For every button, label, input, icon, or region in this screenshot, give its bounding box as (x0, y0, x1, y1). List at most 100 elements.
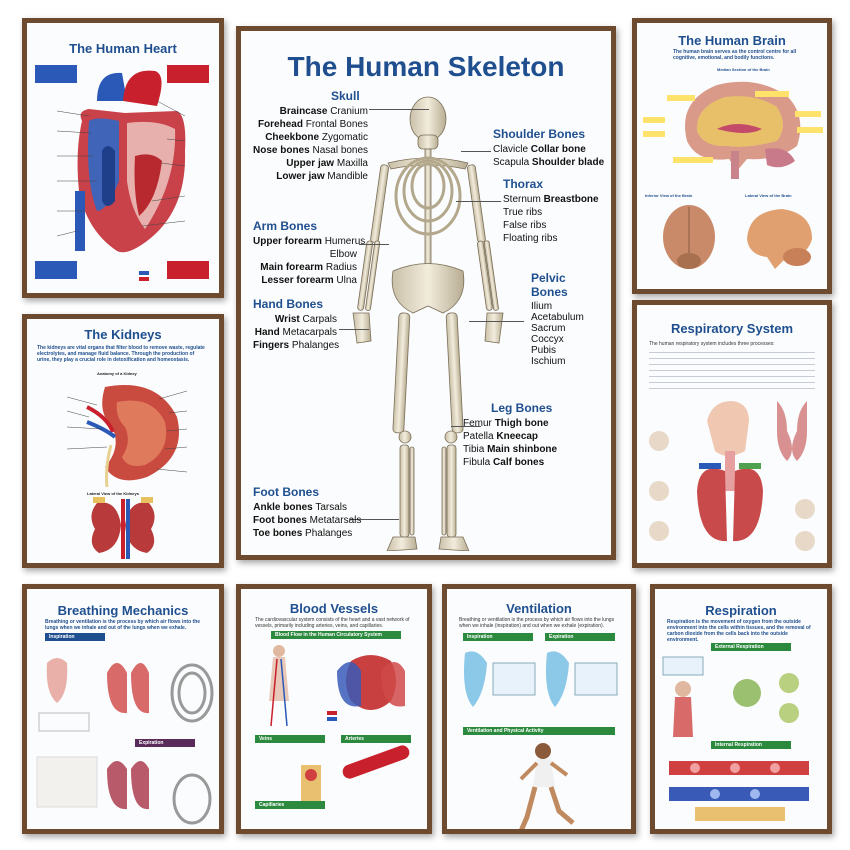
vessels-flow-bar: Blood Flow in the Human Circulatory Syst… (271, 631, 401, 639)
leg-row: Tibia Main shinbone (463, 444, 558, 455)
poster-respiration-paper: Respiration Respiration is the movement … (655, 589, 827, 829)
leg-heading: Leg Bones (491, 401, 553, 415)
vessels-intro: The cardiovascular system consists of th… (255, 617, 410, 629)
shoulder-row: Clavicle Collar bone (493, 144, 586, 155)
skull-leader (369, 109, 429, 110)
pelvic-leader (469, 321, 524, 322)
pelvic-list: Ilium Acetabulum Sacrum Coccyx Pubis Isc… (531, 301, 584, 367)
poster-kidneys: The Kidneys The kidneys are vital organs… (22, 314, 224, 568)
poster-breathing-paper: Breathing Mechanics Breathing or ventila… (27, 589, 219, 829)
respiratory-illustration (649, 401, 815, 551)
poster-vessels: Blood Vessels The cardiovascular system … (236, 584, 432, 834)
shoulder-row: Scapula Shoulder blade (493, 157, 605, 168)
skeleton-illustration (352, 96, 504, 551)
foot-list: Ankle bones Tarsals Foot bones Metatarsa… (253, 501, 362, 540)
ventilation-title: Ventilation (506, 601, 572, 616)
poster-vessels-paper: Blood Vessels The cardiovascular system … (241, 589, 427, 829)
poster-breathing: Breathing Mechanics Breathing or ventila… (22, 584, 224, 834)
runner-illustration (519, 743, 575, 829)
shoulder-list: Clavicle Collar bone Scapula Shoulder bl… (493, 143, 604, 169)
brain-title: The Human Brain (678, 33, 786, 48)
hand-leader (339, 329, 369, 330)
foot-row: Toe bones Phalanges (253, 528, 353, 539)
vessels-arteries-bar: Arteries (341, 735, 411, 743)
poster-respiratory: Respiratory System The human respiratory… (632, 300, 832, 568)
poster-respiratory-paper: Respiratory System The human respiratory… (637, 305, 827, 563)
breathing-inspiration-bar: Inspiration (45, 633, 105, 641)
arm-leader (359, 244, 389, 245)
hand-list: Wrist Carpals Hand Metacarpals Fingers P… (253, 313, 339, 352)
pelvic-row: Ilium (531, 301, 553, 312)
thorax-heading: Thorax (503, 177, 544, 191)
skull-row: Cheekbone Zygomatic (265, 132, 368, 143)
brain-median-label: Median Section of the Brain (717, 67, 770, 72)
respiration-internal-illustration (669, 761, 809, 821)
ventilation-inspiration-bar: Inspiration (463, 633, 533, 641)
respiration-external-bar: External Respiration (711, 643, 791, 651)
thorax-row: Floating ribs (503, 233, 558, 244)
poster-kidneys-paper: The Kidneys The kidneys are vital organs… (27, 319, 219, 563)
thorax-leader (456, 201, 501, 202)
skull-row: Forehead Frontal Bones (257, 119, 368, 130)
brain-intro: The human brain serves as the control ce… (673, 49, 797, 61)
thorax-list: Sternum Breastbone True ribs False ribs … (503, 193, 599, 245)
kidneys-anatomy-label: Anatomy of a Kidney (97, 371, 137, 376)
shoulder-leader (461, 151, 491, 152)
arm-row: Lesser forearm Ulna (261, 275, 357, 286)
brain-inferior-label: Inferior View of the Brain (645, 193, 693, 198)
poster-brain-paper: The Human Brain The human brain serves a… (637, 23, 827, 289)
breathing-inspiration-illustration (38, 658, 214, 732)
foot-row: Foot bones Metatarsals (253, 515, 362, 526)
skull-list: Braincase Cranium Forehead Frontal Bones… (253, 105, 368, 183)
pelvic-heading-line1: Pelvic (531, 271, 566, 285)
kidneys-title: The Kidneys (84, 327, 162, 342)
poster-skeleton-paper: The Human Skeleton (241, 31, 611, 555)
thorax-row: Sternum Breastbone (503, 194, 599, 205)
pelvic-heading-line2: Bones (531, 285, 568, 299)
brain-views-illustration (663, 205, 812, 269)
respiratory-title: Respiratory System (670, 321, 794, 336)
hand-heading: Hand Bones (253, 297, 324, 311)
ventilation-activity-bar: Ventilation and Physical Activity (463, 727, 615, 735)
ventilation-expiration-bar: Expiration (545, 633, 615, 641)
respiratory-point-lines (649, 349, 815, 389)
arm-row: Upper forearm Humerus (253, 236, 366, 247)
poster-brain: The Human Brain The human brain serves a… (632, 18, 832, 294)
leg-row: Fibula Calf bones (463, 457, 545, 468)
ventilation-lungs-illustration (464, 651, 618, 707)
circulatory-illustration (269, 645, 405, 727)
arm-list: Upper forearm Humerus Elbow Main forearm… (253, 235, 366, 287)
leg-row: Patella Kneecap (463, 431, 539, 442)
poster-ventilation: Ventilation Breathing or ventilation is … (442, 584, 636, 834)
kidney-cross-section-illustration (66, 385, 188, 487)
respiration-external-illustration (662, 656, 799, 737)
pelvic-row: Acetabulum (531, 312, 584, 323)
foot-row: Ankle bones Tarsals (253, 502, 347, 513)
respiration-internal-bar: Internal Respiration (711, 741, 791, 749)
pelvic-row: Coccyx (531, 334, 564, 345)
foot-leader (349, 519, 399, 520)
pelvic-row: Ischium (531, 356, 566, 367)
heart-illustration (35, 65, 209, 281)
skull-row: Nose bones Nasal bones (253, 145, 369, 156)
poster-respiration: Respiration Respiration is the movement … (650, 584, 832, 834)
poster-ventilation-paper: Ventilation Breathing or ventilation is … (447, 589, 631, 829)
poster-heart: The Human Heart (22, 18, 224, 298)
skull-heading: Skull (331, 89, 360, 103)
ventilation-intro: Breathing or ventilation is the process … (459, 617, 615, 629)
poster-skeleton: The Human Skeleton (236, 26, 616, 560)
breathing-expiration-illustration (36, 756, 212, 825)
arm-row: Main forearm Radius (260, 262, 357, 273)
brain-median-illustration (643, 81, 823, 179)
thorax-row: False ribs (503, 220, 547, 231)
respiratory-intro: The human respiratory system includes th… (649, 341, 775, 347)
pelvic-row: Pubis (531, 345, 557, 356)
breathing-intro: Breathing or ventilation is the process … (45, 619, 201, 631)
vessels-veins-bar: Veins (255, 735, 325, 743)
leg-list: Femur Thigh bone Patella Kneecap Tibia M… (463, 417, 557, 469)
pelvic-row: Sacrum (531, 323, 566, 334)
poster-heart-paper: The Human Heart (27, 23, 219, 293)
respiration-title: Respiration (705, 603, 777, 618)
skeleton-title: The Human Skeleton (287, 51, 565, 82)
skull-row: Braincase Cranium (279, 106, 368, 117)
